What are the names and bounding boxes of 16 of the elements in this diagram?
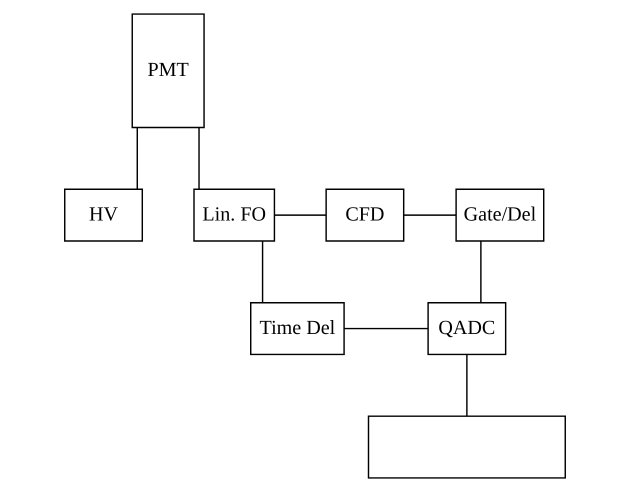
connector — [466, 354, 468, 416]
node-box: Lin. FO — [192, 188, 275, 242]
node-box: Gate/Del — [454, 188, 544, 242]
connector — [136, 128, 138, 189]
connector — [261, 241, 263, 302]
connector — [274, 214, 326, 216]
node-box: CFD — [324, 188, 404, 242]
connector — [344, 328, 428, 330]
node-box: QADC — [426, 302, 506, 356]
node-box: HV — [64, 188, 143, 242]
node-box: Time Del — [250, 302, 344, 356]
connector — [198, 128, 200, 189]
connector — [480, 241, 482, 302]
node-box: PMT — [131, 13, 204, 128]
node-box — [367, 415, 566, 479]
connector — [403, 214, 456, 216]
